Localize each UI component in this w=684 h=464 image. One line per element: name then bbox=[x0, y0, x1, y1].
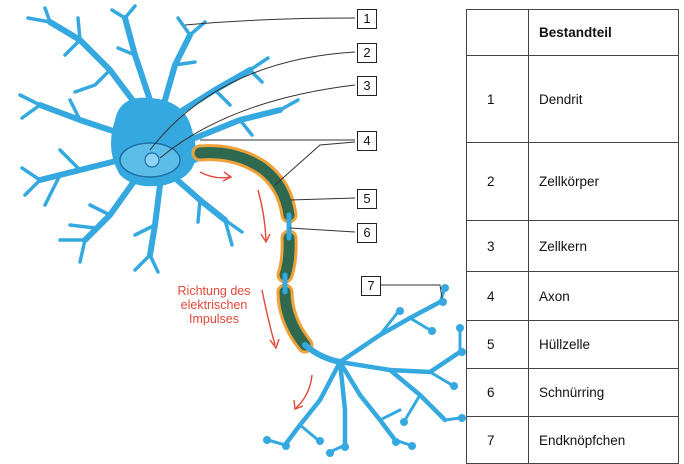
row-component: Dendrit bbox=[529, 56, 679, 143]
row-component: Schnürring bbox=[529, 369, 679, 417]
table-row: 3 Zellkern bbox=[467, 221, 679, 272]
callout-2: 2 bbox=[357, 43, 377, 63]
row-component: Zellkörper bbox=[529, 143, 679, 221]
table-header-component: Bestandteil bbox=[529, 10, 679, 56]
row-number: 5 bbox=[467, 321, 529, 369]
table-row: 2 Zellkörper bbox=[467, 143, 679, 221]
row-component: Hüllzelle bbox=[529, 321, 679, 369]
row-number: 7 bbox=[467, 417, 529, 464]
row-number: 1 bbox=[467, 56, 529, 143]
callout-4: 4 bbox=[357, 131, 377, 151]
row-component: Endknöpfchen bbox=[529, 417, 679, 464]
callout-5: 5 bbox=[357, 189, 377, 209]
callout-3: 3 bbox=[357, 76, 377, 96]
table-row: 6 Schnürring bbox=[467, 369, 679, 417]
callout-6: 6 bbox=[357, 223, 377, 243]
row-component: Zellkern bbox=[529, 221, 679, 272]
table-row: 1 Dendrit bbox=[467, 56, 679, 143]
table-header-row: Bestandteil bbox=[467, 10, 679, 56]
row-number: 4 bbox=[467, 272, 529, 321]
row-component: Axon bbox=[529, 272, 679, 321]
table-row: 5 Hüllzelle bbox=[467, 321, 679, 369]
row-number: 2 bbox=[467, 143, 529, 221]
impulse-direction-label: Richtung des elektrischen Impulses bbox=[160, 284, 268, 326]
callout-1: 1 bbox=[357, 9, 377, 29]
table-header-number bbox=[467, 10, 529, 56]
impulse-label-line-1: Richtung des bbox=[160, 284, 268, 298]
table-row: 4 Axon bbox=[467, 272, 679, 321]
row-number: 3 bbox=[467, 221, 529, 272]
components-table: Bestandteil 1 Dendrit 2 Zellkörper 3 Zel… bbox=[466, 9, 679, 464]
impulse-label-line-3: Impulses bbox=[160, 312, 268, 326]
axon bbox=[200, 153, 340, 362]
nucleolus bbox=[145, 153, 159, 167]
table-row: 7 Endknöpfchen bbox=[467, 417, 679, 464]
callout-7: 7 bbox=[361, 276, 381, 296]
row-number: 6 bbox=[467, 369, 529, 417]
impulse-label-line-2: elektrischen bbox=[160, 298, 268, 312]
